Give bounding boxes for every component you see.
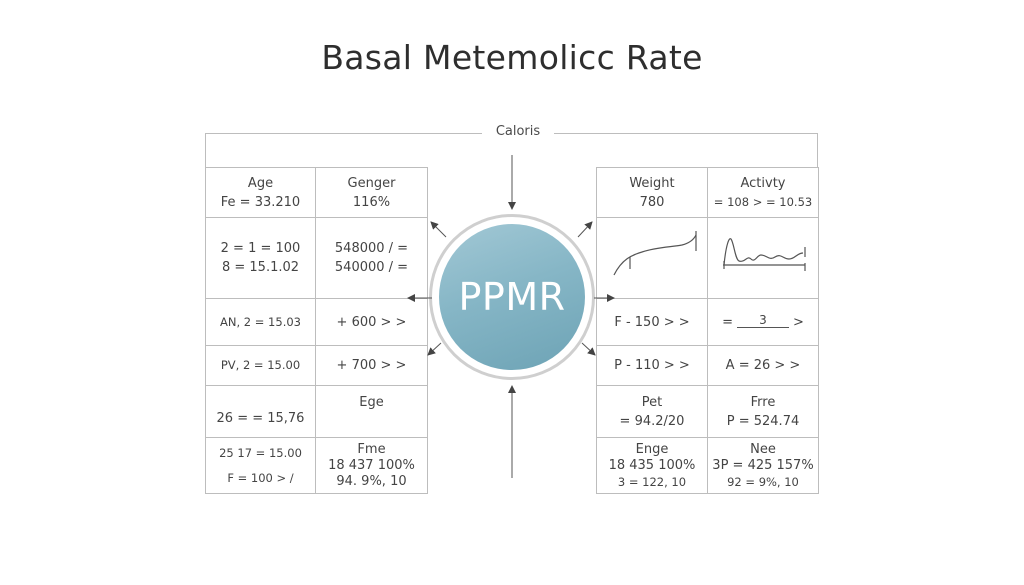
fraction-cell: = 3 > [707, 298, 819, 346]
table-row: Enge 18 435 100% 3 = 122, 10 Nee 3P = 42… [596, 437, 819, 494]
table-row [596, 217, 819, 299]
table-row: Pet = 94.2/20 Frre P = 524.74 [596, 385, 819, 438]
weight-curve-sparkline [613, 231, 697, 276]
fraction-expression: = 3 > [722, 312, 804, 330]
formula-cell: 2 = 1 = 100 8 = 15.1.02 [205, 217, 316, 299]
activity-wave-cell [707, 217, 819, 299]
arrow-upper-left-icon [430, 221, 447, 238]
arrow-lower-right-icon [581, 342, 596, 356]
table-row: 2 = 1 = 100 8 = 15.1.02 548000 / = 54000… [205, 217, 428, 299]
ratio-cell: 26 = = 15,76 [205, 385, 316, 438]
p-110-cell: P - 110 > > [596, 345, 708, 386]
value-cell: 548000 / = 540000 / = [315, 217, 428, 299]
table-row: 26 = = 15,76 Ege [205, 385, 428, 438]
diagram-title: Basal Metemolicc Rate [321, 38, 703, 77]
table-row: Age Fe = 33.210 Genger 116% [205, 167, 428, 218]
frame-left-line [205, 133, 206, 167]
right-table: Weight 780 Activty = 108 > = 10.53 [596, 167, 819, 494]
frame-right-line [817, 133, 818, 167]
table-row: P - 110 > > A = 26 > > [596, 345, 819, 386]
fme-cell: Fme 18 437 100% 94. 9%, 10 [315, 437, 428, 494]
arrow-upper-right-icon [577, 221, 593, 238]
activity-cell: Activty = 108 > = 10.53 [707, 167, 819, 218]
activity-wave-sparkline [723, 238, 806, 271]
frre-cell: Frre P = 524.74 [707, 385, 819, 438]
caloris-label: Caloris [482, 124, 554, 139]
table-row: F - 150 > > = 3 > [596, 298, 819, 346]
weight-curve-cell [596, 217, 708, 299]
left-table: Age Fe = 33.210 Genger 116% 2 = 1 = 100 … [205, 167, 428, 494]
table-row: Weight 780 Activty = 108 > = 10.53 [596, 167, 819, 218]
nee-cell: Nee 3P = 425 157% 92 = 9%, 10 [707, 437, 819, 494]
ppmr-label: PPMR [458, 275, 566, 319]
plus-700-cell: + 700 > > [315, 345, 428, 386]
ppmr-node: PPMR [439, 224, 585, 370]
age-cell: Age Fe = 33.210 [205, 167, 316, 218]
a-26-cell: A = 26 > > [707, 345, 819, 386]
ege-cell: Ege [315, 385, 428, 438]
table-row: PV, 2 = 15.00 + 700 > > [205, 345, 428, 386]
arrow-lower-left-icon [427, 342, 442, 356]
table-row: 25 17 = 15.00 F = 100 > / Fme 18 437 100… [205, 437, 428, 494]
genger-cell: Genger 116% [315, 167, 428, 218]
enge-cell: Enge 18 435 100% 3 = 122, 10 [596, 437, 708, 494]
